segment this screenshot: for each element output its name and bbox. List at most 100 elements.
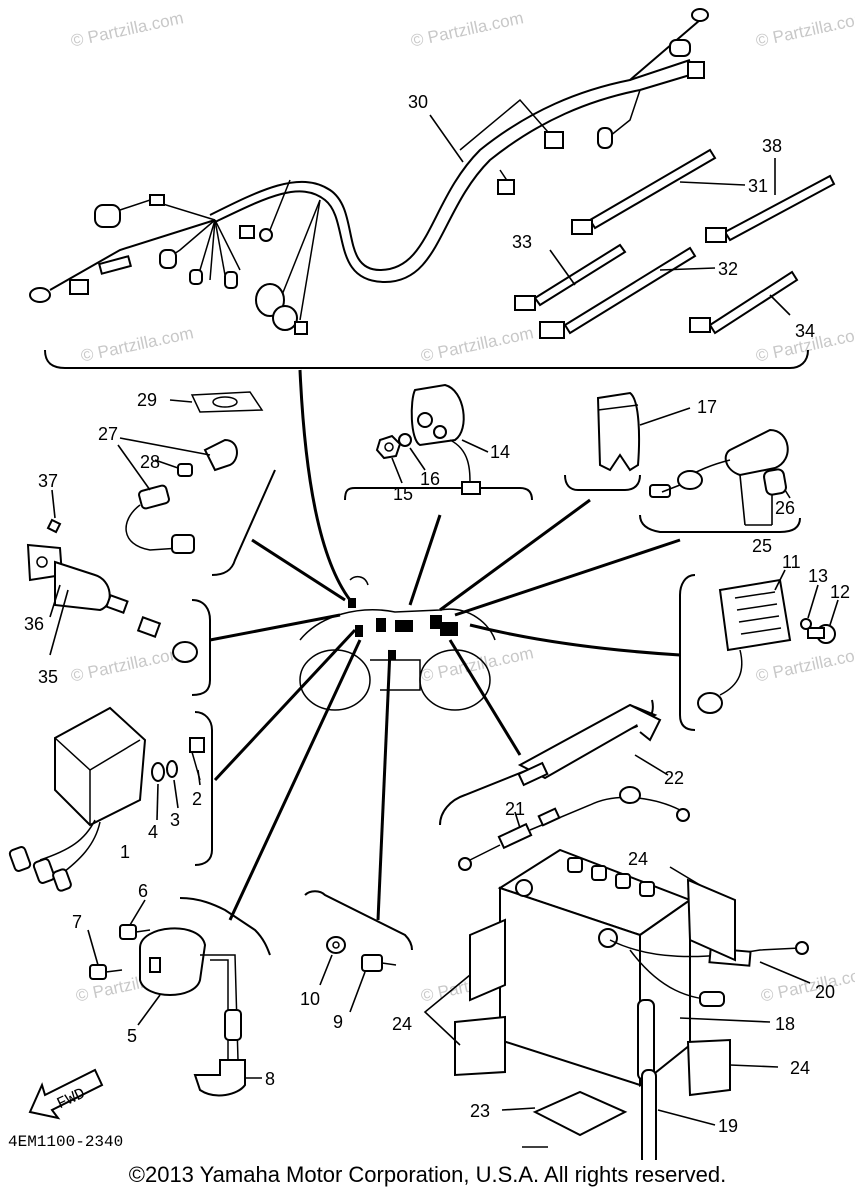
callout-2: 2: [192, 789, 202, 809]
starter-switch-25[interactable]: [649, 428, 789, 498]
leader-12: [829, 599, 839, 626]
bracket-5: [179, 897, 271, 956]
leader-28: [154, 459, 179, 469]
callout-24a: 24: [628, 849, 648, 869]
nut-15[interactable]: [375, 434, 402, 460]
cable-tie-34[interactable]: [689, 270, 799, 335]
leader-35: [49, 589, 69, 656]
callout-26: 26: [775, 498, 795, 518]
breather-hose-19[interactable]: [637, 999, 657, 1160]
callout-13: 13: [808, 566, 828, 586]
bracket-35: [191, 599, 211, 696]
leader-22: [634, 754, 669, 776]
bolt-7[interactable]: [89, 964, 123, 980]
bracket-27: [211, 469, 276, 576]
callout-21: 21: [505, 799, 525, 819]
bolt-6[interactable]: [119, 924, 151, 940]
sheet-23[interactable]: [532, 1090, 628, 1137]
copyright-notice: ©2013 Yamaha Motor Corporation, U.S.A. A…: [128, 1162, 727, 1187]
atv-outline: [299, 575, 496, 711]
bracket-17: [564, 474, 641, 491]
pad-24a[interactable]: [686, 878, 736, 962]
battery-18[interactable]: [497, 848, 693, 1088]
cable-tie-33[interactable]: [514, 243, 627, 311]
wire-harness[interactable]: [29, 8, 709, 335]
cable-tie-31[interactable]: [571, 148, 717, 235]
cap-26[interactable]: [763, 468, 787, 496]
leader-27a: [117, 444, 151, 491]
starter-relay-14[interactable]: [410, 383, 481, 495]
bracket-14: [344, 487, 533, 501]
leader-6: [129, 899, 146, 926]
leader-3: [173, 779, 179, 809]
pad-24c[interactable]: [454, 1015, 506, 1077]
cable-tie-32[interactable]: [539, 246, 697, 339]
leader-23: [501, 1107, 536, 1111]
leader-24a: [669, 866, 701, 886]
cdi-unit-1[interactable]: [8, 706, 147, 892]
leader-4: [156, 783, 159, 821]
lead-wire-21[interactable]: [458, 786, 690, 871]
callout-10: 10: [300, 989, 320, 1009]
key-37[interactable]: [46, 518, 62, 534]
cable-tie-38[interactable]: [705, 174, 836, 243]
rectifier-11[interactable]: [697, 578, 792, 714]
leader-10: [319, 954, 333, 986]
sensor-27[interactable]: [125, 438, 238, 554]
callout-11: 11: [782, 552, 801, 572]
main-switch-35[interactable]: [26, 543, 198, 663]
callout-12: 12: [830, 582, 850, 602]
leader-29: [169, 399, 193, 403]
bracket-9: [304, 890, 413, 951]
leader-7: [87, 929, 99, 966]
callout-32: 32: [718, 259, 738, 279]
washer-16[interactable]: [398, 433, 412, 447]
leader-19: [657, 1109, 716, 1126]
callout-17: 17: [697, 397, 717, 417]
bracket-1: [194, 711, 213, 866]
callout-24c: 24: [790, 1058, 810, 1078]
bolt-12[interactable]: [807, 624, 836, 644]
leader-36a: [49, 584, 61, 618]
plug-cap-8[interactable]: [193, 1059, 246, 1097]
leader-37: [51, 489, 56, 519]
ignition-coil-5[interactable]: [139, 927, 242, 1061]
callout-19: 19: [718, 1116, 738, 1136]
battery-band-22[interactable]: [517, 703, 662, 787]
callout-9: 9: [333, 1012, 343, 1032]
neutral-switch-9[interactable]: [361, 954, 397, 972]
leader-11: [774, 569, 786, 591]
leader-2: [197, 769, 201, 786]
callout-30: 30: [408, 92, 428, 112]
leader-20: [759, 961, 811, 984]
leader-18: [679, 1017, 771, 1023]
leader-31: [679, 181, 746, 186]
callout-35: 35: [38, 667, 58, 687]
leader-33: [549, 249, 576, 286]
leader-16: [409, 447, 426, 471]
leader-32: [659, 267, 716, 271]
leader-24b: [423, 974, 471, 1046]
callout-5: 5: [127, 1026, 137, 1046]
leader-14: [461, 439, 489, 453]
gasket-29[interactable]: [190, 391, 264, 413]
leader-34: [769, 294, 791, 316]
callout-29: 29: [137, 390, 157, 410]
callout-7: 7: [72, 912, 82, 932]
gasket-10[interactable]: [326, 936, 346, 954]
washer-3[interactable]: [166, 760, 178, 778]
relay-cover-17[interactable]: [596, 391, 641, 472]
callout-8: 8: [265, 1069, 275, 1089]
harness-bracket: [44, 349, 809, 369]
washer-4[interactable]: [151, 762, 165, 782]
callout-27: 27: [98, 424, 118, 444]
pad-24b[interactable]: [469, 918, 506, 1002]
pad-24d[interactable]: [686, 1038, 731, 1097]
leader-21: [514, 811, 521, 829]
leader-30: [429, 114, 464, 163]
bolt-2[interactable]: [189, 737, 205, 781]
leader-26: [784, 489, 791, 499]
washer-13[interactable]: [800, 618, 812, 630]
callout-15: 15: [393, 484, 413, 504]
callout-34: 34: [795, 321, 815, 341]
